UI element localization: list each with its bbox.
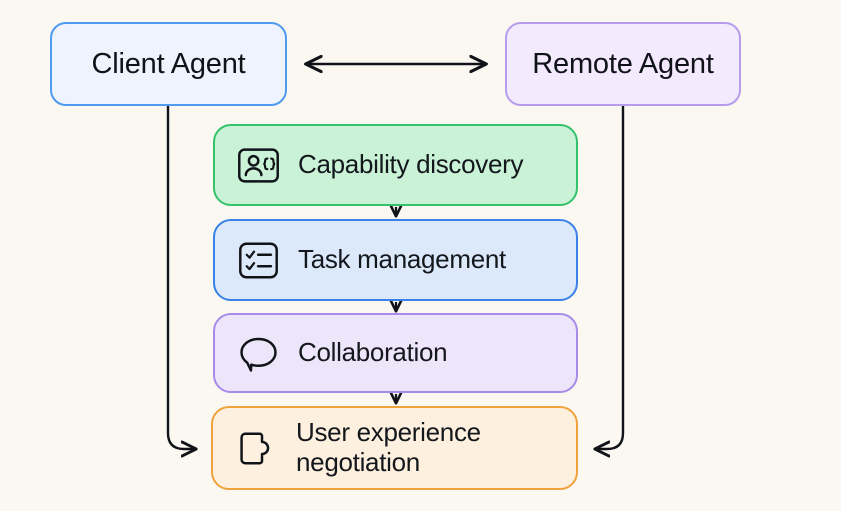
capability-discovery-label: Capability discovery [298,149,524,180]
ux-label-line-1: User experience [296,417,481,448]
capability-discovery-node[interactable]: Capability discovery [213,124,578,206]
task-management-node[interactable]: Task management [213,219,578,301]
remote-agent-label: Remote Agent [532,47,714,80]
checklist-icon [239,241,278,278]
client-agent-label: Client Agent [91,47,246,80]
user-experience-negotiation-label: User experience negotiation [296,418,481,477]
speech-bubble-icon [240,337,277,372]
client-agent-node[interactable]: Client Agent [50,22,287,106]
remote-to-ux-connector [595,104,625,449]
collaboration-label: Collaboration [298,337,448,368]
capability-card-icon [238,147,279,183]
ux-label-line-2: negotiation [296,447,420,477]
user-experience-negotiation-node[interactable]: User experience negotiation [211,406,578,490]
puzzle-piece-icon [240,432,270,464]
collaboration-node[interactable]: Collaboration [213,313,578,393]
client-to-ux-connector [166,104,196,449]
task-management-label: Task management [298,244,506,275]
remote-agent-node[interactable]: Remote Agent [505,22,741,106]
